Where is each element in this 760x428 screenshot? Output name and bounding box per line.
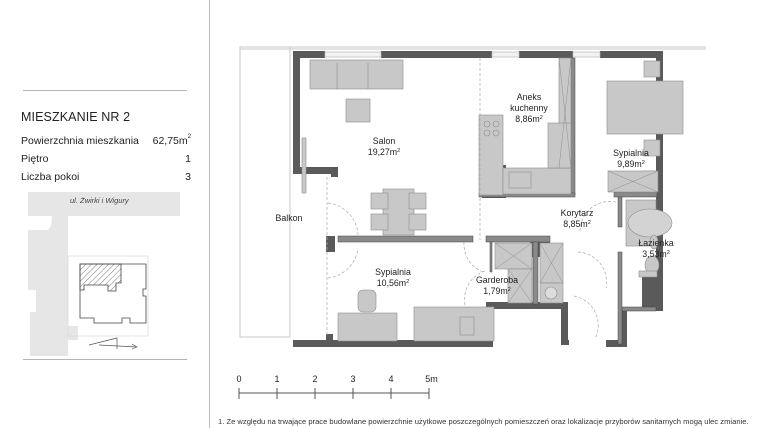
scale-bar: 0 1 2 3 4 5m (236, 374, 438, 404)
scale-label: 1 (274, 374, 280, 384)
site-plan: ul. Żwirki i Wigury (24, 190, 186, 358)
room-label-bedroom-2: Sypialnia 10,56m2 (375, 267, 411, 288)
footnote: 1. Ze względu na trwające prace budowlan… (218, 417, 749, 426)
info-value: 62,75m2 (152, 134, 191, 147)
info-label: Liczba pokoi (21, 171, 80, 183)
floor-plan-graphic (239, 46, 707, 386)
apartment-title: MIESZKANIE NR 2 (21, 110, 131, 124)
scale-label: 5m (425, 374, 438, 384)
scale-label: 4 (388, 374, 394, 384)
room-label-balcony: Balkon (275, 213, 303, 223)
info-row-area: Powierzchnia mieszkania 62,75m2 (21, 134, 191, 147)
floor-plan: Salon 19,27m2 Aneks kuchenny 8,86m2 Sypi… (228, 40, 728, 386)
info-label: Piętro (21, 153, 49, 165)
scale-ruler (238, 388, 430, 399)
scale-label: 0 (236, 374, 242, 384)
info-value: 3 (185, 171, 191, 183)
info-label: Powierzchnia mieszkania (21, 135, 139, 147)
scale-label: 2 (312, 374, 318, 384)
room-label-kitchen: Aneks kuchenny 8,86m2 (510, 92, 548, 124)
room-label-corridor: Korytarz 8,85m2 (560, 208, 594, 229)
info-value: 1 (185, 153, 191, 165)
room-label-salon: Salon 19,27m2 (367, 136, 401, 157)
info-row-rooms: Liczba pokoi 3 (21, 171, 191, 183)
site-plan-graphic (28, 192, 180, 356)
info-row-floor: Piętro 1 (21, 153, 191, 165)
street-label: ul. Żwirki i Wigury (70, 196, 129, 205)
room-label-bathroom: Łazienka 3,53m2 (638, 238, 674, 259)
scale-label: 3 (350, 374, 356, 384)
room-label-wardrobe: Garderoba 1,79m2 (475, 275, 519, 296)
apartment-info-panel: MIESZKANIE NR 2 Powierzchnia mieszkania … (0, 0, 209, 428)
panel-divider (209, 0, 210, 428)
room-label-bedroom-1: Sypialnia 9,89m2 (613, 148, 649, 169)
top-divider (23, 90, 187, 91)
bottom-divider (23, 359, 187, 360)
